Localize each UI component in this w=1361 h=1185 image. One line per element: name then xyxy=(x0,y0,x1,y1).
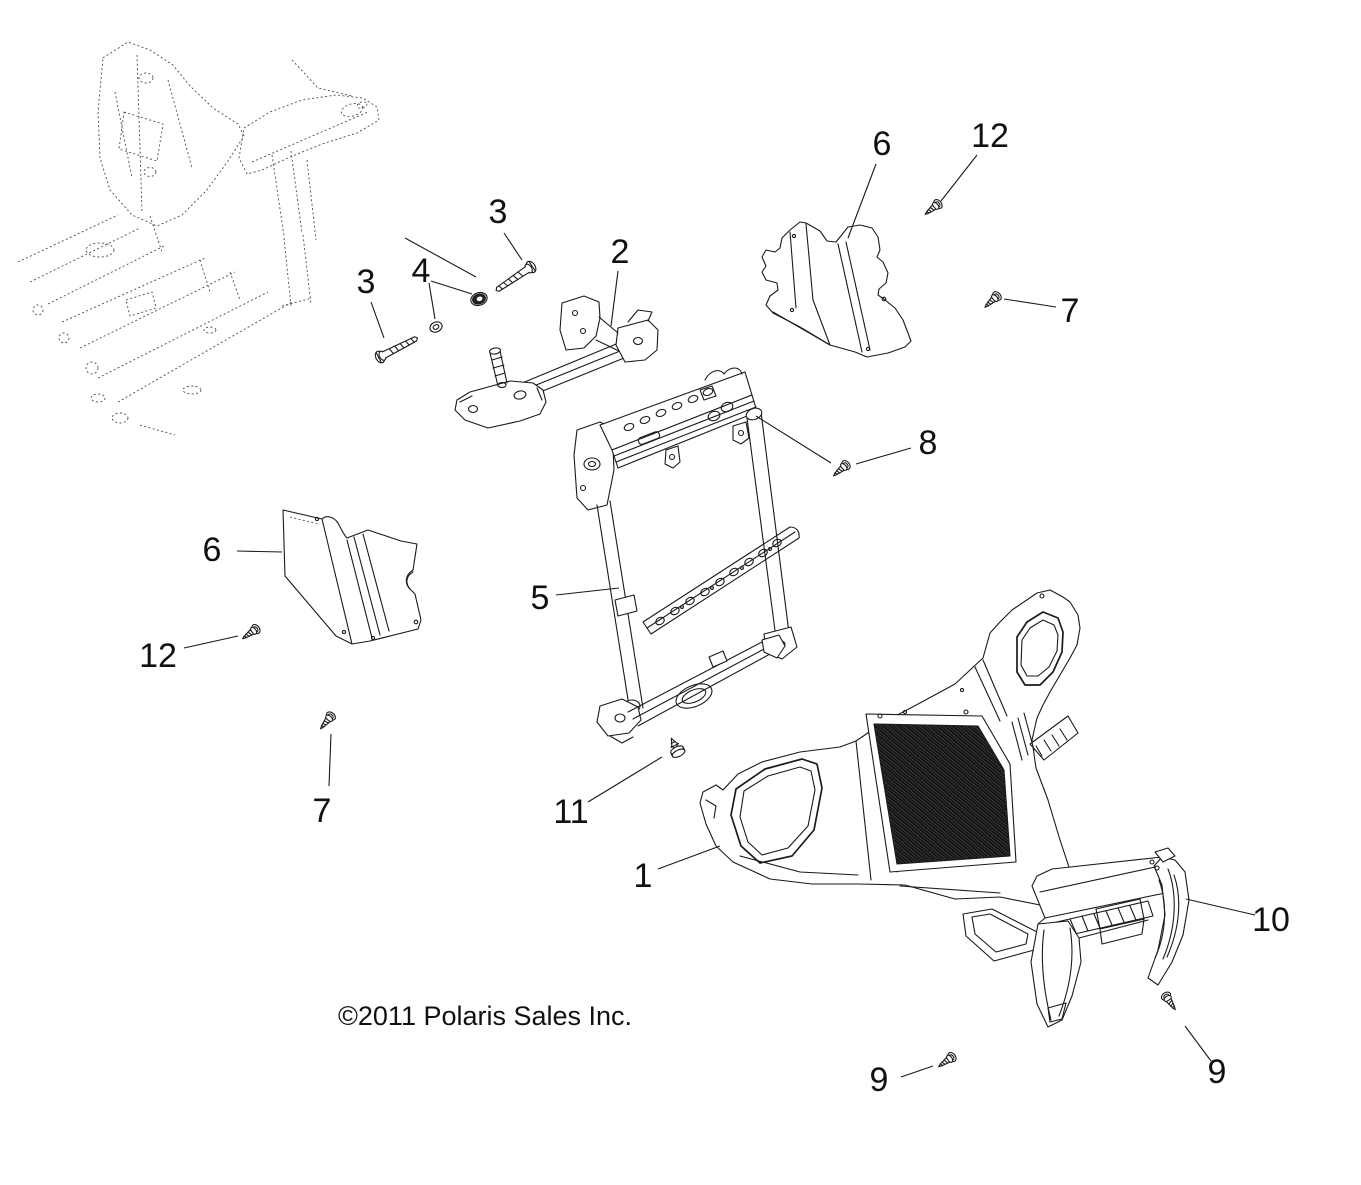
callout-6: 6 xyxy=(202,531,222,569)
leader-line-3 xyxy=(370,301,385,339)
leader-line-7 xyxy=(1003,298,1057,308)
part-4-flange-nut xyxy=(468,289,490,309)
assembly-line xyxy=(755,415,832,464)
leader-line-11 xyxy=(587,756,663,803)
part-3-bolt-left xyxy=(372,331,421,365)
part-7-screw-right xyxy=(980,289,1004,312)
leader-lines xyxy=(183,154,1256,1078)
callout-7: 7 xyxy=(312,792,332,830)
leader-line-2 xyxy=(610,270,619,327)
part-11-push-rivet xyxy=(664,734,687,760)
callout-3: 3 xyxy=(356,263,376,301)
callout-9: 9 xyxy=(1207,1053,1227,1091)
part-7-screw-left xyxy=(316,709,338,733)
part-10-front-bumper xyxy=(962,847,1190,1028)
part-9-screw-left xyxy=(935,1050,959,1072)
leader-line-12 xyxy=(183,635,239,649)
chassis-ghost-sketch xyxy=(17,41,380,436)
callout-9: 9 xyxy=(869,1061,889,1099)
part-1-front-fascia xyxy=(699,589,1081,906)
part-12-screw-right xyxy=(921,197,945,219)
callout-10: 10 xyxy=(1252,901,1290,939)
part-8-screw xyxy=(829,458,853,481)
assembly-line xyxy=(404,237,477,278)
callout-11: 11 xyxy=(553,793,589,831)
callout-6: 6 xyxy=(872,125,892,163)
part-6-shield-left xyxy=(282,509,422,645)
callout-8: 8 xyxy=(918,424,938,462)
part-2-bumper-mount-bracket xyxy=(454,295,659,429)
part-9-screw-right xyxy=(1159,989,1180,1014)
callout-12: 12 xyxy=(139,637,177,675)
callout-7: 7 xyxy=(1060,292,1080,330)
leader-line-6 xyxy=(847,163,877,239)
leader-line-7 xyxy=(328,733,332,787)
copyright-text: ©2011 Polaris Sales Inc. xyxy=(338,1001,633,1031)
leader-line-9 xyxy=(900,1065,934,1078)
callout-1: 1 xyxy=(633,857,653,895)
leader-line-12 xyxy=(940,154,978,202)
part-12-screw-left xyxy=(239,622,263,644)
callout-3: 3 xyxy=(488,193,508,231)
leader-line-1 xyxy=(657,845,721,870)
grille-mesh xyxy=(873,723,1011,865)
leader-line-10 xyxy=(1185,898,1256,916)
callout-4: 4 xyxy=(411,252,431,290)
leader-line-3 xyxy=(503,232,523,261)
leader-line-6 xyxy=(236,550,283,553)
part-5-bulkhead-frame xyxy=(573,367,800,744)
part-3-bolt-top xyxy=(492,258,539,297)
callout-2: 2 xyxy=(610,233,630,271)
part-4-washer xyxy=(427,319,445,335)
callout-12: 12 xyxy=(971,117,1009,155)
leader-line-8 xyxy=(855,447,912,465)
leader-line-4 xyxy=(428,282,436,320)
leader-line-4 xyxy=(430,280,473,295)
callout-5: 5 xyxy=(530,579,550,617)
leader-line-9 xyxy=(1184,1025,1212,1062)
leader-line-5 xyxy=(555,587,620,596)
part-6-shield-right xyxy=(761,221,912,358)
